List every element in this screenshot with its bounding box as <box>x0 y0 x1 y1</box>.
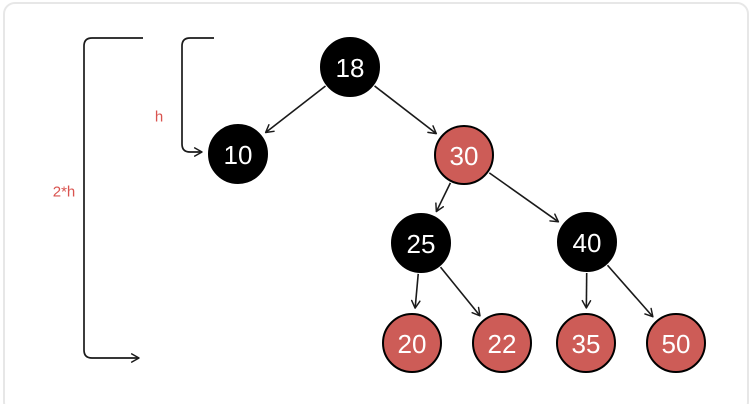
tree-node-25: 25 <box>391 213 451 273</box>
tree-edge-30-25 <box>435 182 452 213</box>
node-circle-25 <box>391 213 451 273</box>
tree-node-10: 10 <box>208 124 268 184</box>
bracket-h-line <box>181 37 214 157</box>
tree-node-30: 30 <box>434 125 494 185</box>
node-circle-50 <box>646 313 706 373</box>
node-label-40: 40 <box>573 228 602 258</box>
node-label-30: 30 <box>450 141 479 171</box>
tree-node-22: 22 <box>472 313 532 373</box>
tree-edge-30-40 <box>488 172 560 223</box>
node-circle-20 <box>382 313 442 373</box>
bracket-h-label: h <box>155 109 163 126</box>
node-label-10: 10 <box>224 140 253 170</box>
node-label-22: 22 <box>488 329 517 359</box>
node-circle-30 <box>434 125 494 185</box>
node-circle-18 <box>320 37 380 97</box>
bracket-2h-label: 2*h <box>53 184 76 201</box>
node-circle-10 <box>208 124 268 184</box>
node-label-20: 20 <box>398 329 427 359</box>
tree-edge-25-20 <box>410 273 421 309</box>
tree-nodes-layer: 18 10 30 25 40 20 22 35 50 <box>208 37 706 373</box>
bracket-2h-line <box>83 37 143 363</box>
tree-edge-18-30 <box>374 85 438 135</box>
tree-edges-layer <box>264 85 654 318</box>
tree-edge-25-22 <box>439 266 481 317</box>
node-label-18: 18 <box>336 53 365 83</box>
node-circle-40 <box>557 212 617 272</box>
tree-node-20: 20 <box>382 313 442 373</box>
tree-node-18: 18 <box>320 37 380 97</box>
node-label-50: 50 <box>662 329 691 359</box>
node-label-35: 35 <box>572 329 601 359</box>
tree-edge-18-10 <box>264 85 327 134</box>
height-brackets-layer: 2*h h <box>53 37 214 363</box>
node-label-25: 25 <box>407 229 436 259</box>
tree-node-50: 50 <box>646 313 706 373</box>
tree-node-35: 35 <box>556 313 616 373</box>
tree-node-40: 40 <box>557 212 617 272</box>
tree-edge-40-50 <box>606 264 654 318</box>
node-circle-22 <box>472 313 532 373</box>
node-circle-35 <box>556 313 616 373</box>
rounded-frame-border <box>3 2 749 404</box>
